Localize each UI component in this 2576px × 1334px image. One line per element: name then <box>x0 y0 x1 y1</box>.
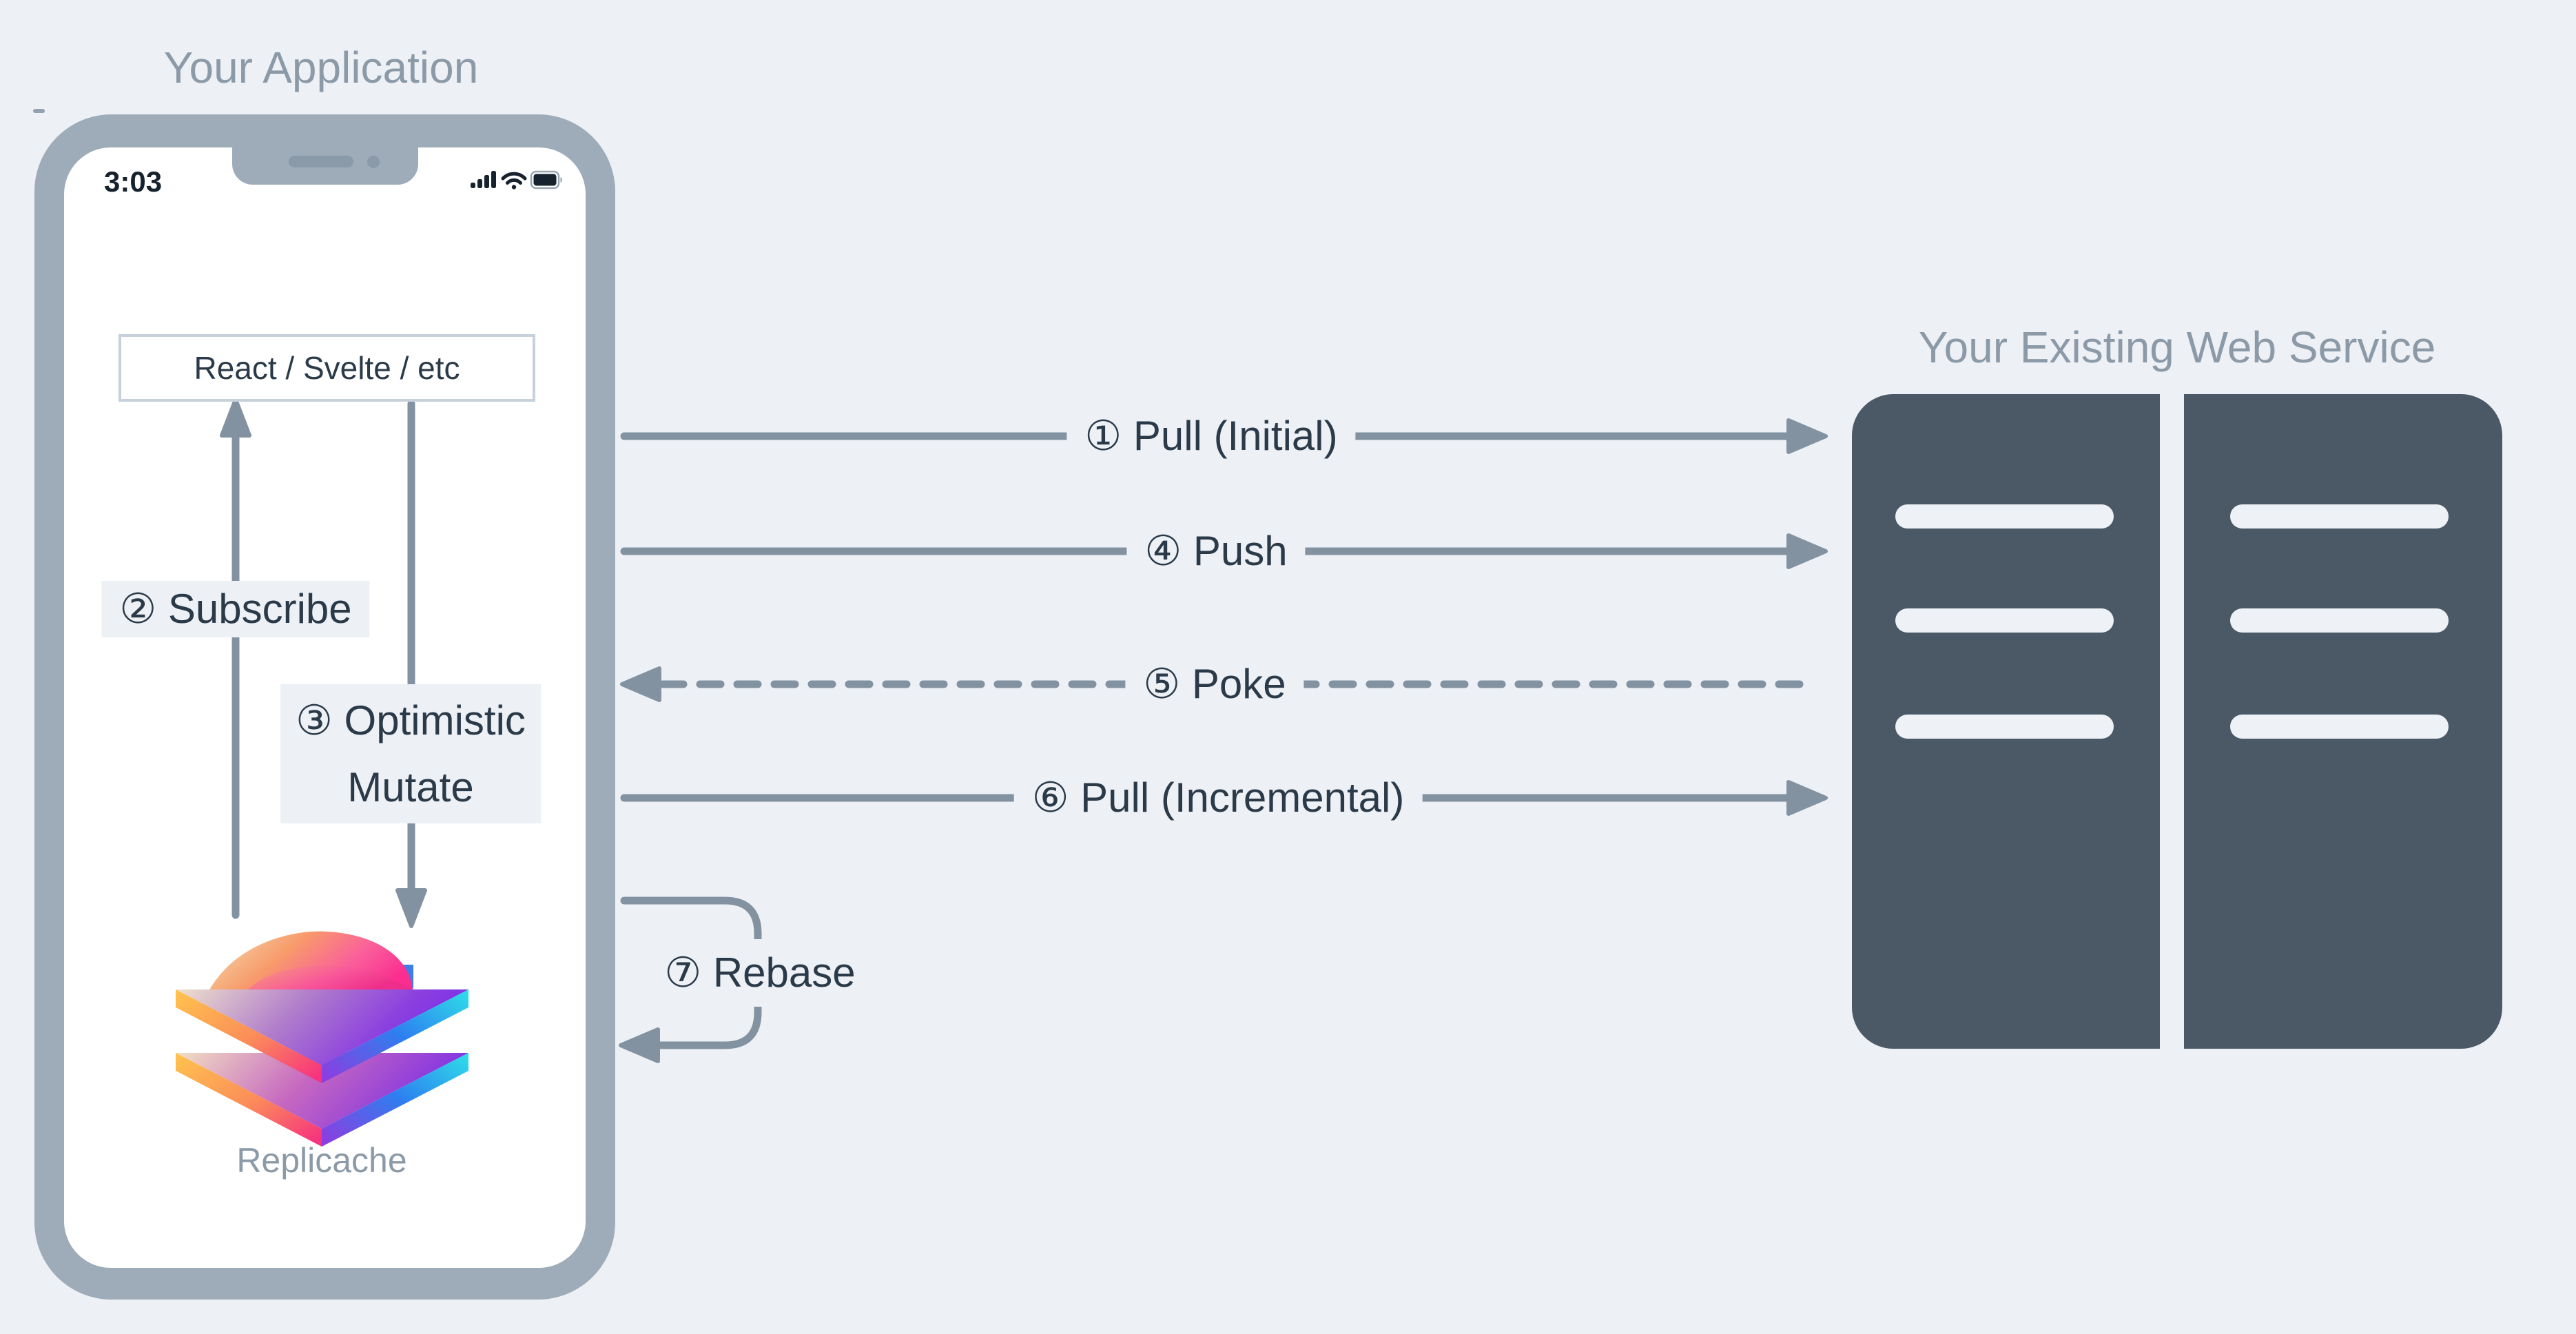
server-rack-left <box>1852 394 2160 1049</box>
replicache-logo <box>176 931 468 1147</box>
server-slot <box>1895 715 2114 739</box>
battery-icon <box>530 170 562 189</box>
wifi-icon <box>501 172 527 189</box>
logo-ear <box>208 931 413 994</box>
server-slot <box>1895 608 2114 633</box>
camera-icon <box>367 156 380 168</box>
optimistic-line1: ③ Optimistic <box>296 697 526 743</box>
logo-bottom-layer <box>176 1053 468 1147</box>
replicache-label: Replicache <box>236 1141 407 1180</box>
pull-initial-label: ① Pull (Initial) <box>1067 408 1356 464</box>
logo-middle-layer <box>176 989 468 1083</box>
rebase-label: ⑦ Rebase <box>648 939 872 1007</box>
server-slot <box>2230 608 2449 633</box>
dash-artifact <box>33 109 45 113</box>
server-slot <box>1895 504 2114 529</box>
service-title: Your Existing Web Service <box>1918 322 2436 372</box>
optimistic-line2: Mutate <box>347 764 474 810</box>
speaker-icon <box>288 156 353 167</box>
server-rack-right <box>2184 394 2502 1049</box>
server-slot <box>2230 504 2449 529</box>
framework-box: React / Svelte / etc <box>119 334 535 402</box>
subscribe-arrow <box>220 398 251 919</box>
poke-label: ⑤ Poke <box>1125 656 1304 712</box>
optimistic-mutate-label: ③ Optimistic Mutate <box>280 684 541 823</box>
push-label: ④ Push <box>1126 523 1306 579</box>
status-time: 3:03 <box>104 165 163 198</box>
application-title: Your Application <box>163 43 479 92</box>
optimistic-mutate-arrow <box>395 400 427 928</box>
cellular-signal-icon <box>471 171 496 188</box>
phone-notch <box>231 147 418 185</box>
pull-incremental-label: ⑥ Pull (Incremental) <box>1013 770 1423 826</box>
server-slot <box>2230 715 2449 739</box>
subscribe-label: ② Subscribe <box>101 581 370 637</box>
status-icons <box>471 170 562 189</box>
